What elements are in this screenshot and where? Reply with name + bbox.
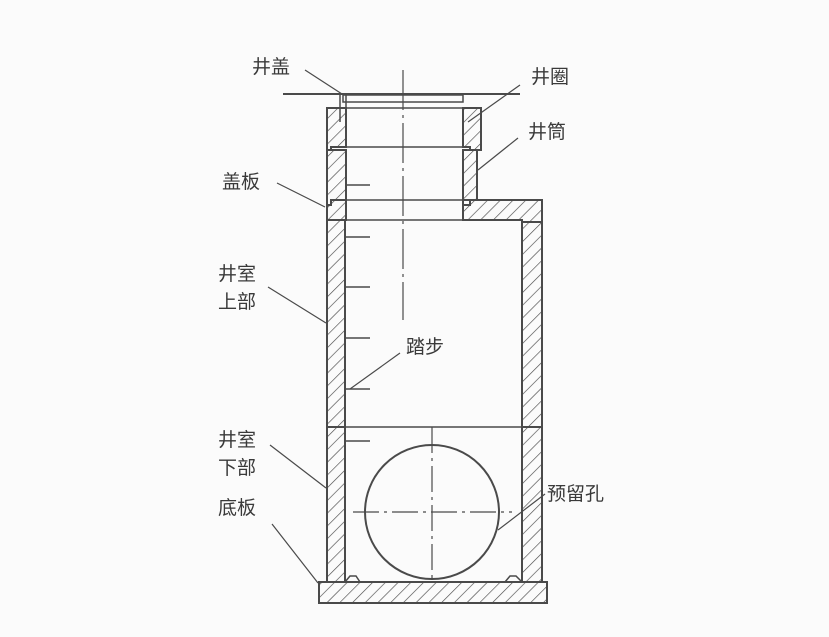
label-well-ring: 井圈 <box>531 66 570 88</box>
chamber-upper-right-wall <box>521 221 543 428</box>
label-well-shaft: 井筒 <box>528 121 567 143</box>
label-reserved-hole: 预留孔 <box>547 483 605 505</box>
label-cover-slab: 盖板 <box>222 171 261 193</box>
label-chamber-upper-line2: 上部 <box>218 291 257 313</box>
well-ring-left <box>326 107 347 151</box>
label-chamber-upper-line1: 井室 <box>218 263 257 285</box>
chamber-upper-left-wall <box>326 219 346 428</box>
label-step: 踏步 <box>406 336 445 358</box>
label-base-slab: 底板 <box>218 497 257 519</box>
base-slab <box>318 581 548 604</box>
well-shaft-left <box>326 149 347 206</box>
label-well-cover: 井盖 <box>252 56 291 78</box>
chamber-lower-left-wall <box>326 426 346 583</box>
label-chamber-lower-line2: 下部 <box>218 457 257 479</box>
steps <box>345 184 370 442</box>
label-chamber-lower-line1: 井室 <box>218 429 257 451</box>
well-shaft-right <box>462 149 478 206</box>
cover-slab-right <box>462 199 543 223</box>
leader-lines <box>267 69 546 584</box>
